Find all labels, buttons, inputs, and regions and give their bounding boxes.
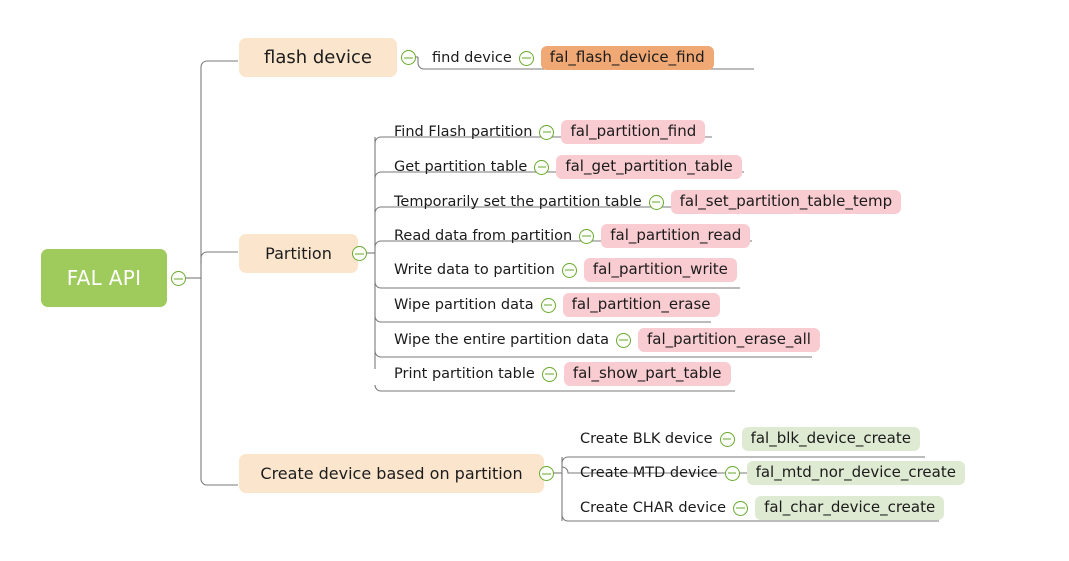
leaf-row-read-data-from-partition[interactable]: Read data from partition fal_partition_r… xyxy=(394,224,751,248)
leaf-label-get-partition-table: Get partition table xyxy=(394,159,528,175)
collapse-minus-icon-read-data-from-partition[interactable] xyxy=(579,228,595,244)
collapse-minus-icon-create-mtd-device[interactable] xyxy=(724,465,740,481)
leaf-label-print-partition-table: Print partition table xyxy=(394,366,535,382)
leaf-row-wipe-partition-data[interactable]: Wipe partition data fal_partition_erase xyxy=(394,293,720,317)
api-chip-fal-char-device-create[interactable]: fal_char_device_create xyxy=(755,496,945,520)
leaf-label-temporarily-set-partition-table: Temporarily set the partition table xyxy=(394,194,642,210)
leaf-row-temporarily-set-partition-table[interactable]: Temporarily set the partition table fal_… xyxy=(394,190,902,214)
leaf-row-get-partition-table[interactable]: Get partition table fal_get_partition_ta… xyxy=(394,155,742,179)
leaf-row-create-mtd-device[interactable]: Create MTD device fal_mtd_nor_device_cre… xyxy=(580,461,965,485)
api-chip-fal-blk-device-create[interactable]: fal_blk_device_create xyxy=(741,427,920,451)
collapse-minus-icon-create-device[interactable] xyxy=(539,466,554,481)
branch-node-label-partition: Partition xyxy=(265,244,332,263)
branch-node-flash-device[interactable]: flash device xyxy=(239,38,397,77)
collapse-minus-icon-find-flash-partition[interactable] xyxy=(539,124,555,140)
api-chip-fal-partition-erase[interactable]: fal_partition_erase xyxy=(562,293,720,317)
leaf-label-find-device: find device xyxy=(432,50,512,66)
api-chip-fal-partition-read[interactable]: fal_partition_read xyxy=(601,224,751,248)
collapse-minus-icon-print-partition-table[interactable] xyxy=(541,366,557,382)
leaf-label-wipe-entire-partition-data: Wipe the entire partition data xyxy=(394,332,609,348)
collapse-minus-icon-partition[interactable] xyxy=(352,246,367,261)
leaf-label-write-data-to-partition: Write data to partition xyxy=(394,262,555,278)
api-chip-fal-get-partition-table[interactable]: fal_get_partition_table xyxy=(556,155,742,179)
branch-node-partition[interactable]: Partition xyxy=(239,234,358,273)
api-chip-fal-mtd-nor-device-create[interactable]: fal_mtd_nor_device_create xyxy=(746,461,965,485)
api-chip-fal-partition-erase-all[interactable]: fal_partition_erase_all xyxy=(638,328,820,352)
branch-node-label-create-device: Create device based on partition xyxy=(260,464,523,483)
leaf-row-write-data-to-partition[interactable]: Write data to partition fal_partition_wr… xyxy=(394,258,737,282)
branch-node-label-flash-device: flash device xyxy=(264,47,372,68)
leaf-label-read-data-from-partition: Read data from partition xyxy=(394,228,573,244)
collapse-minus-icon-flash-device[interactable] xyxy=(401,50,416,65)
branch-node-create-device[interactable]: Create device based on partition xyxy=(239,454,544,493)
leaf-row-find-device[interactable]: find device fal_flash_device_find xyxy=(432,46,714,70)
api-chip-fal-set-partition-table-temp[interactable]: fal_set_partition_table_temp xyxy=(670,190,902,214)
collapse-minus-icon-get-partition-table[interactable] xyxy=(534,159,550,175)
leaf-row-create-blk-device[interactable]: Create BLK device fal_blk_device_create xyxy=(580,427,920,451)
collapse-minus-icon-root[interactable] xyxy=(171,271,186,286)
collapse-minus-icon-find-device[interactable] xyxy=(518,50,534,66)
api-chip-fal-flash-device-find[interactable]: fal_flash_device_find xyxy=(540,46,714,70)
collapse-minus-icon-write-data-to-partition[interactable] xyxy=(561,262,577,278)
leaf-label-create-blk-device: Create BLK device xyxy=(580,431,713,447)
collapse-minus-icon-wipe-partition-data[interactable] xyxy=(540,297,556,313)
leaf-label-create-mtd-device: Create MTD device xyxy=(580,465,718,481)
collapse-minus-icon-create-char-device[interactable] xyxy=(733,500,749,516)
leaf-row-find-flash-partition[interactable]: Find Flash partition fal_partition_find xyxy=(394,120,706,144)
api-chip-fal-partition-find[interactable]: fal_partition_find xyxy=(561,120,706,144)
leaf-row-wipe-entire-partition-data[interactable]: Wipe the entire partition data fal_parti… xyxy=(394,328,820,352)
leaf-row-create-char-device[interactable]: Create CHAR device fal_char_device_creat… xyxy=(580,496,945,520)
leaf-label-find-flash-partition: Find Flash partition xyxy=(394,124,533,140)
leaf-row-print-partition-table[interactable]: Print partition table fal_show_part_tabl… xyxy=(394,362,731,386)
collapse-minus-icon-create-blk-device[interactable] xyxy=(719,431,735,447)
leaf-label-create-char-device: Create CHAR device xyxy=(580,500,727,516)
collapse-minus-icon-temporarily-set-partition-table[interactable] xyxy=(648,194,664,210)
root-node-label: FAL API xyxy=(66,266,142,290)
root-node-fal-api[interactable]: FAL API xyxy=(41,249,167,307)
api-chip-fal-show-part-table[interactable]: fal_show_part_table xyxy=(563,362,731,386)
api-chip-fal-partition-write[interactable]: fal_partition_write xyxy=(583,258,737,282)
collapse-minus-icon-wipe-entire-partition-data[interactable] xyxy=(616,332,631,348)
leaf-label-wipe-partition-data: Wipe partition data xyxy=(394,297,534,313)
